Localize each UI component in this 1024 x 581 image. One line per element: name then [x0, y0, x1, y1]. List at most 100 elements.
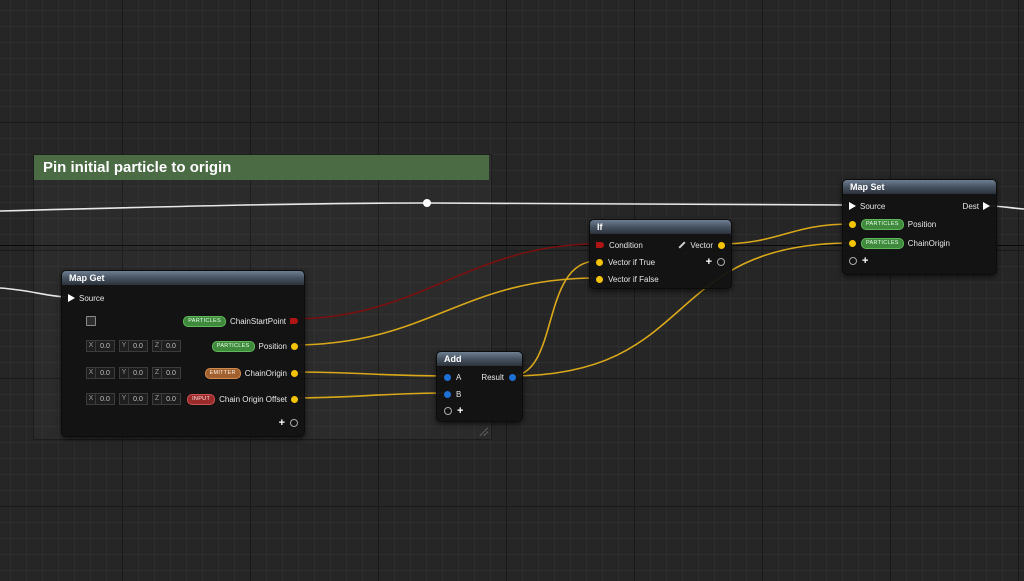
exec-out-icon[interactable]: [983, 202, 990, 210]
z-label: Z: [153, 368, 162, 378]
add-input-a[interactable]: A: [444, 370, 461, 384]
z-label: Z: [153, 341, 162, 351]
y-value: 0.0: [133, 395, 143, 403]
vector-pin-icon[interactable]: [509, 373, 516, 381]
output-label: ChainStartPoint: [229, 316, 286, 326]
map-get-source-pin[interactable]: Source: [68, 291, 104, 305]
bool-pin-icon[interactable]: [290, 318, 298, 324]
map-set-chainorigin-input[interactable]: PARTICLES ChainOrigin: [849, 236, 950, 250]
source-label: Source: [79, 293, 105, 303]
if-vector-true-input[interactable]: Vector if True: [596, 255, 655, 269]
graph-origin-axis: [0, 245, 1024, 246]
if-add-pin[interactable]: +: [706, 255, 725, 269]
result-to-chainorigin-wire: [510, 242, 852, 377]
pencil-icon[interactable]: [678, 241, 686, 249]
y-value: 0.0: [133, 342, 143, 350]
y-label: Y: [120, 368, 129, 378]
y-field[interactable]: Y 0.0: [119, 367, 148, 379]
output-label: ChainOrigin: [244, 368, 287, 378]
z-value: 0.0: [166, 395, 176, 403]
vector-pin-icon[interactable]: [444, 390, 451, 398]
add-pin-icon[interactable]: [444, 407, 452, 415]
vector-pin-icon[interactable]: [291, 395, 298, 403]
comment-box[interactable]: Pin initial particle to origin: [33, 154, 492, 440]
condition-wire: [291, 243, 598, 320]
position-output[interactable]: PARTICLES Position: [211, 339, 298, 353]
offset-to-b-wire: [291, 392, 448, 399]
map-set-add-pin[interactable]: +: [849, 254, 868, 268]
vector-output-label: Vector: [690, 240, 713, 250]
add-pin-icon[interactable]: [290, 419, 298, 427]
add-add-pin[interactable]: +: [444, 404, 463, 418]
input-label: ChainOrigin: [907, 238, 951, 248]
add-pin-icon[interactable]: [717, 258, 725, 266]
plus-icon[interactable]: +: [705, 256, 712, 268]
if-vector-false-input[interactable]: Vector if False: [596, 272, 659, 286]
plus-icon[interactable]: +: [862, 255, 869, 267]
plus-icon[interactable]: +: [457, 405, 464, 417]
map-set-position-input[interactable]: PARTICLES Position: [849, 217, 936, 231]
map-set-source-pin[interactable]: Source: [849, 199, 885, 213]
position-to-vector-false-wire: [291, 277, 598, 346]
map-set-dest-pin[interactable]: Dest: [963, 199, 990, 213]
add-pin-icon[interactable]: [849, 257, 857, 265]
comment-resize-grip[interactable]: [478, 426, 488, 436]
vector-pin-icon[interactable]: [718, 241, 725, 249]
input-b-label: B: [456, 389, 462, 399]
chainorigin-output[interactable]: EMITTER ChainOrigin: [204, 366, 298, 380]
vector-to-position-wire: [718, 223, 852, 245]
x-label: X: [87, 394, 96, 404]
vector-pin-icon[interactable]: [291, 369, 298, 377]
add-output-result[interactable]: Result: [481, 370, 516, 384]
vector-pin-icon[interactable]: [849, 220, 856, 228]
plus-icon[interactable]: +: [278, 417, 285, 429]
vector-pin-icon[interactable]: [444, 373, 451, 381]
y-value: 0.0: [133, 369, 143, 377]
if-output-vector[interactable]: Vector: [678, 238, 725, 252]
vector-pin-icon[interactable]: [291, 342, 298, 350]
vector-pin-icon[interactable]: [596, 258, 603, 266]
y-label: Y: [120, 341, 129, 351]
map-set-node[interactable]: Map Set Source Dest PARTICLES Position P…: [842, 179, 997, 275]
map-get-add-pin[interactable]: +: [279, 416, 298, 430]
if-node[interactable]: If Condition Vector if True Vector if Fa…: [589, 219, 732, 289]
exec-in-icon[interactable]: [68, 294, 75, 302]
vector-pin-icon[interactable]: [849, 239, 856, 247]
result-label: Result: [481, 372, 504, 382]
exec-wire-reroute-point[interactable]: [423, 199, 431, 207]
map-get-node[interactable]: Map Get Source PARTICLES ChainStartPoint…: [61, 270, 305, 437]
bool-pin-icon[interactable]: [596, 242, 604, 248]
vector-pin-icon[interactable]: [596, 275, 603, 283]
add-node[interactable]: Add A B Result +: [436, 351, 523, 422]
chainstartpoint-output[interactable]: PARTICLES ChainStartPoint: [183, 314, 298, 328]
output-label: Position: [258, 341, 287, 351]
if-title[interactable]: If: [590, 220, 731, 234]
y-field[interactable]: Y 0.0: [119, 340, 148, 352]
map-get-title[interactable]: Map Get: [62, 271, 304, 285]
exec-in-icon[interactable]: [849, 202, 856, 210]
map-set-title[interactable]: Map Set: [843, 180, 996, 194]
chainstartpoint-default[interactable]: [86, 314, 96, 328]
add-title[interactable]: Add: [437, 352, 522, 366]
namespace-badge: PARTICLES: [183, 315, 226, 327]
add-input-b[interactable]: B: [444, 387, 461, 401]
comment-title[interactable]: Pin initial particle to origin: [34, 155, 489, 180]
chainorigin-to-a-wire: [291, 371, 448, 377]
if-condition-input[interactable]: Condition: [596, 238, 643, 252]
chain-origin-offset-output[interactable]: INPUT Chain Origin Offset: [187, 392, 298, 406]
namespace-badge: PARTICLES: [211, 340, 255, 352]
exec-wire-in: [0, 287, 67, 298]
input-label: Position: [907, 219, 937, 229]
chainstartpoint-checkbox[interactable]: [86, 316, 96, 326]
